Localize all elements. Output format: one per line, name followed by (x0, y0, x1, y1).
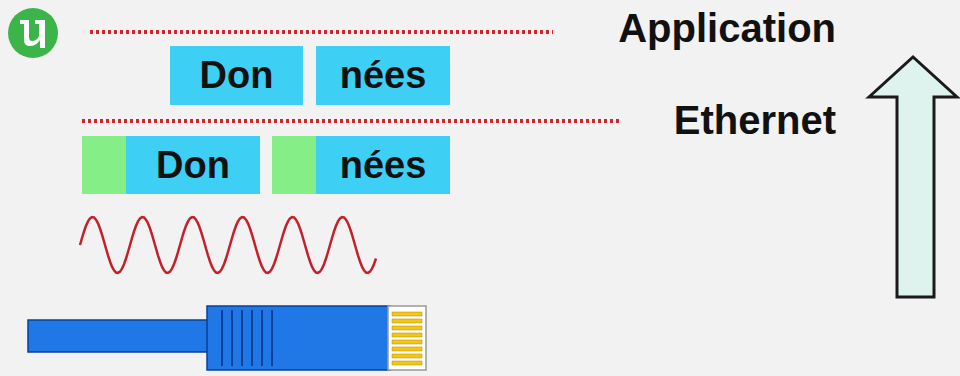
segment-text: nées (340, 144, 427, 187)
ethernet-cable (28, 306, 426, 370)
segment-text: Don (156, 144, 230, 187)
segment-text: Don (200, 54, 274, 97)
data-segment: Don (170, 46, 303, 105)
up-arrow (869, 57, 957, 297)
layer-label: Ethernet (674, 98, 836, 143)
layer-divider (82, 119, 622, 123)
layer-label: Application (618, 6, 836, 51)
layer-divider (90, 30, 553, 34)
ethernet-frame: nées (272, 136, 450, 194)
utorrent-logo (8, 8, 58, 58)
data-segment: nées (316, 46, 450, 105)
signal-wave (80, 217, 376, 273)
ethernet-frame: Don (82, 136, 260, 194)
segment-text: nées (340, 54, 427, 97)
